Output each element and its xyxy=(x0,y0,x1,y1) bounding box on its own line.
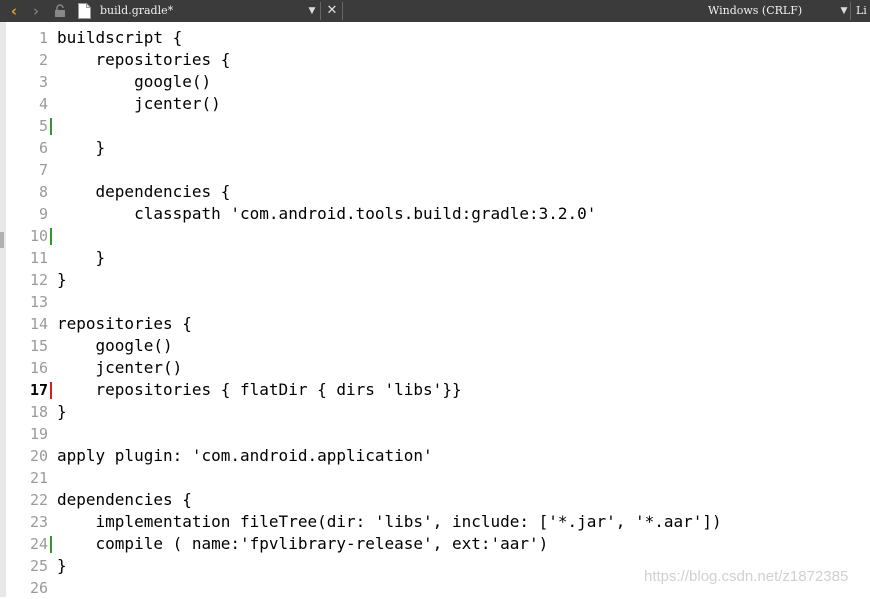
line-number: 14 xyxy=(29,315,48,333)
close-icon[interactable]: ✕ xyxy=(326,3,338,18)
toolbar-divider xyxy=(850,2,851,20)
gutter-marker xyxy=(0,232,4,248)
line-number: 12 xyxy=(29,271,48,289)
line-number: 18 xyxy=(29,403,48,421)
back-arrow-icon[interactable]: ‹ xyxy=(10,2,18,20)
modified-line-marker xyxy=(50,382,52,399)
line-number: 5 xyxy=(38,117,48,135)
code-line[interactable]: 14 repositories { xyxy=(0,313,870,335)
code-line[interactable]: 20 apply plugin: 'com.android.application… xyxy=(0,445,870,467)
code-text[interactable]: dependencies { xyxy=(57,182,231,201)
line-number: 20 xyxy=(29,447,48,465)
line-number: 6 xyxy=(38,139,48,157)
language-select[interactable]: Li xyxy=(856,4,867,17)
code-text[interactable]: dependencies { xyxy=(57,490,192,509)
line-number: 9 xyxy=(38,205,48,223)
line-number: 17 xyxy=(29,381,48,399)
code-line[interactable]: 18} xyxy=(0,401,870,423)
line-number: 15 xyxy=(29,337,48,355)
code-line[interactable]: 4 jcenter() xyxy=(0,93,870,115)
code-line[interactable]: 11 } xyxy=(0,247,870,269)
code-line[interactable]: 6 } xyxy=(0,137,870,159)
code-line[interactable]: 2 repositories { xyxy=(0,49,870,71)
line-number: 21 xyxy=(29,469,48,487)
toolbar-divider xyxy=(342,2,343,20)
line-number: 1 xyxy=(38,29,48,47)
code-text[interactable]: } xyxy=(57,248,106,267)
toolbar-divider xyxy=(320,2,321,20)
gutter-strip xyxy=(0,22,6,597)
code-line[interactable]: 9 classpath 'com.android.tools.build:gra… xyxy=(0,203,870,225)
line-number: 8 xyxy=(38,183,48,201)
code-text[interactable]: buildscript { xyxy=(57,28,183,47)
code-line[interactable]: 3 google() xyxy=(0,71,870,93)
file-tab-name[interactable]: build.gradle* xyxy=(100,4,174,17)
code-text[interactable]: google() xyxy=(57,72,212,91)
code-text[interactable]: } xyxy=(57,556,67,575)
code-line[interactable]: 8 dependencies { xyxy=(0,181,870,203)
code-line[interactable]: 19 xyxy=(0,423,870,445)
line-number: 10 xyxy=(29,227,48,245)
line-number: 25 xyxy=(29,557,48,575)
code-line[interactable]: 16 jcenter() xyxy=(0,357,870,379)
line-ending-select[interactable]: Windows (CRLF) xyxy=(708,4,803,17)
code-text[interactable]: repositories { xyxy=(57,50,231,69)
code-line[interactable]: 13 xyxy=(0,291,870,313)
code-text[interactable]: jcenter() xyxy=(57,358,183,377)
saved-change-marker xyxy=(50,118,52,135)
editor-toolbar: ‹ › build.gradle* ▼ ✕ Windows (CRLF) ▼ L… xyxy=(0,0,870,22)
line-number: 3 xyxy=(38,73,48,91)
code-line[interactable]: 15 google() xyxy=(0,335,870,357)
line-number: 22 xyxy=(29,491,48,509)
code-text[interactable]: repositories { flatDir { dirs 'libs'}} xyxy=(57,380,462,399)
line-number: 16 xyxy=(29,359,48,377)
code-line[interactable]: 10 xyxy=(0,225,870,247)
saved-change-marker xyxy=(50,536,52,553)
line-number: 7 xyxy=(38,161,48,179)
code-line[interactable]: 23 implementation fileTree(dir: 'libs', … xyxy=(0,511,870,533)
line-number: 11 xyxy=(29,249,48,267)
code-line[interactable]: 22 dependencies { xyxy=(0,489,870,511)
code-text[interactable]: compile ( name:'fpvlibrary-release', ext… xyxy=(57,534,549,553)
code-text[interactable]: apply plugin: 'com.android.application' xyxy=(57,446,433,465)
lock-icon[interactable] xyxy=(54,4,66,18)
code-text[interactable]: } xyxy=(57,270,67,289)
saved-change-marker xyxy=(50,228,52,245)
code-line[interactable]: 17 repositories { flatDir { dirs 'libs'}… xyxy=(0,379,870,401)
code-text[interactable]: } xyxy=(57,402,67,421)
code-text[interactable]: classpath 'com.android.tools.build:gradl… xyxy=(57,204,597,223)
line-number: 19 xyxy=(29,425,48,443)
code-line[interactable]: 12} xyxy=(0,269,870,291)
line-number: 23 xyxy=(29,513,48,531)
code-text[interactable]: google() xyxy=(57,336,173,355)
code-text[interactable]: implementation fileTree(dir: 'libs', inc… xyxy=(57,512,722,531)
line-number: 24 xyxy=(29,535,48,553)
line-number: 4 xyxy=(38,95,48,113)
code-line[interactable]: 1 buildscript { xyxy=(0,27,870,49)
code-text[interactable]: jcenter() xyxy=(57,94,221,113)
file-dropdown-icon[interactable]: ▼ xyxy=(308,6,316,16)
code-line[interactable]: 21 xyxy=(0,467,870,489)
line-number: 13 xyxy=(29,293,48,311)
code-line[interactable]: 25} xyxy=(0,555,870,577)
code-text[interactable]: repositories { xyxy=(57,314,192,333)
code-text[interactable]: } xyxy=(57,138,106,157)
code-line[interactable]: 24 compile ( name:'fpvlibrary-release', … xyxy=(0,533,870,555)
code-line[interactable]: 7 xyxy=(0,159,870,181)
line-ending-dropdown-icon[interactable]: ▼ xyxy=(840,6,848,16)
watermark: https://blog.csdn.net/z1872385 xyxy=(644,568,849,585)
code-line[interactable]: 26 xyxy=(0,577,870,599)
forward-arrow-icon[interactable]: › xyxy=(33,2,39,20)
line-number: 2 xyxy=(38,51,48,69)
file-icon xyxy=(78,3,91,19)
line-number: 26 xyxy=(29,579,48,597)
code-line[interactable]: 5 xyxy=(0,115,870,137)
